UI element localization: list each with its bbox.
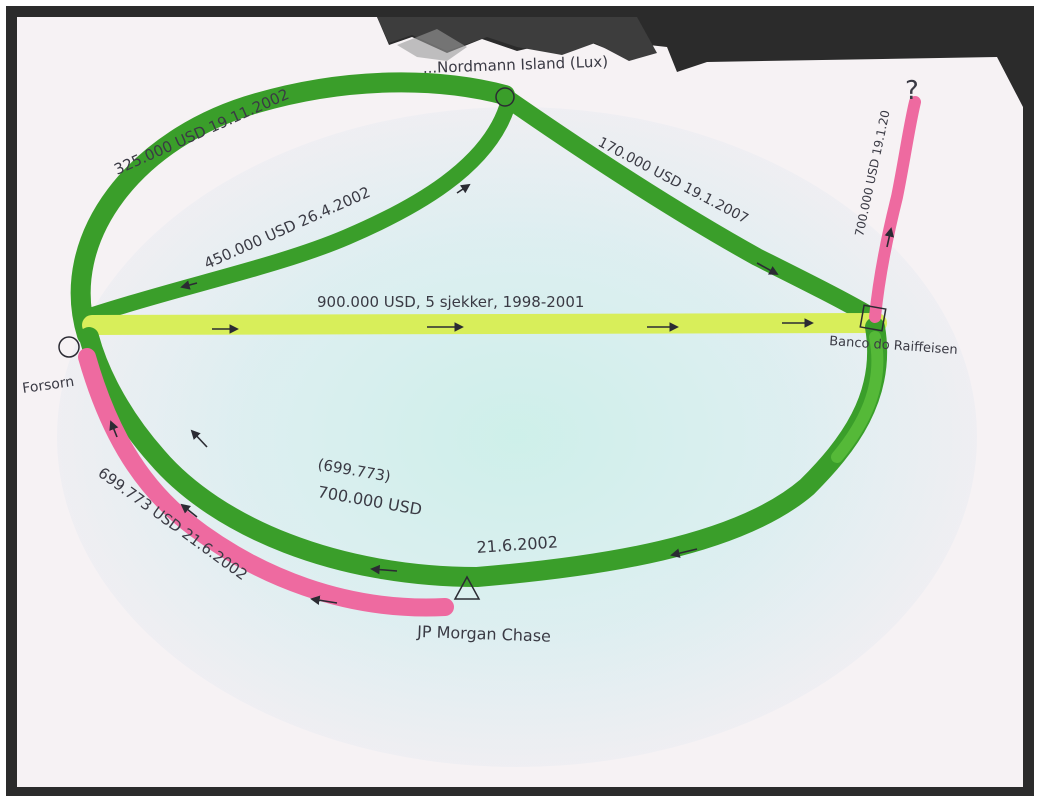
question-mark-label: ?: [905, 76, 919, 106]
money-flow-diagram: ...Nordmann Island (Lux) Forsorn Banco d…: [17, 17, 1023, 787]
yellow-flow-middle: [92, 323, 877, 325]
flow-label-middle: 900.000 USD, 5 sjekker, 1998-2001: [317, 293, 584, 311]
